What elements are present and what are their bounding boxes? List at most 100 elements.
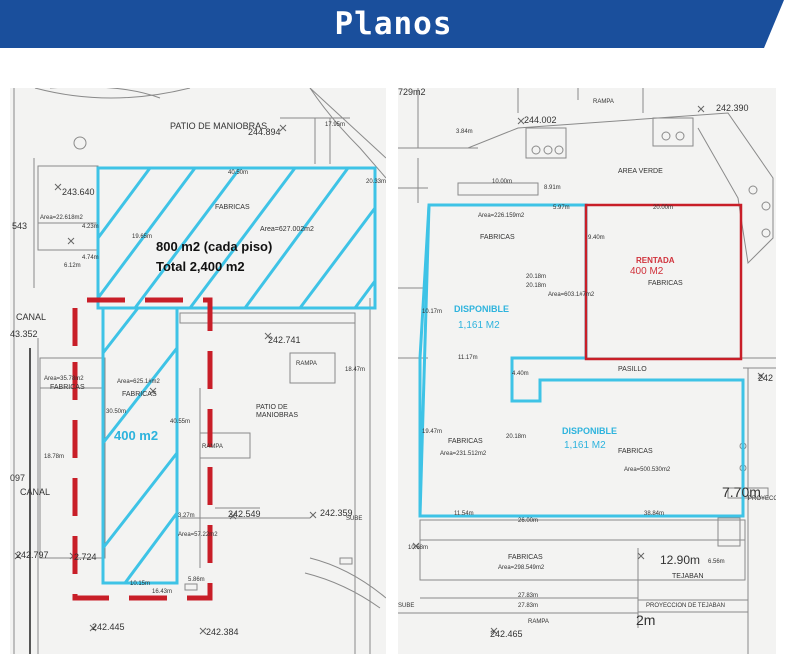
tejaban-label: TEJABAN bbox=[672, 573, 704, 580]
code-label: 543 bbox=[12, 221, 28, 231]
dimension-label: 30.50m bbox=[106, 409, 127, 415]
left-floor-plan: PATIO DE MANIOBRAS 244.894 243.640 Area=… bbox=[10, 88, 386, 654]
elevation-label: 242.797 bbox=[16, 550, 49, 560]
elevation-label: 242.359 bbox=[320, 508, 353, 518]
elevation-label: 242.465 bbox=[490, 629, 523, 639]
patio-label-mid: PATIO DE MANIOBRAS bbox=[256, 404, 299, 419]
available-label-2: DISPONIBLE bbox=[562, 426, 618, 436]
building-label: FABRICAS bbox=[508, 554, 543, 561]
elevation-label: 2.724 bbox=[74, 552, 97, 562]
projection-label: PROYECCI bbox=[748, 496, 776, 502]
dimension-label: 4.40m bbox=[512, 371, 529, 377]
dimension-label: 7.70m bbox=[722, 484, 761, 500]
dimension-label: 40.55m bbox=[170, 419, 191, 425]
elevation-label: 242 bbox=[758, 373, 774, 383]
dimension-label: 27.83m bbox=[518, 593, 539, 599]
available-area-1: 1,161 M2 bbox=[458, 320, 500, 331]
ramp-label: RAMPA bbox=[296, 361, 317, 367]
area-note-line2: Total 2,400 m2 bbox=[156, 259, 245, 274]
elevation-label: 244.002 bbox=[524, 115, 557, 125]
dimension-label: 4.23m bbox=[82, 224, 99, 230]
header-banner: Planos bbox=[0, 0, 787, 48]
dimension-label: 26.00m bbox=[518, 518, 539, 524]
dimension-label: 3.27m bbox=[178, 513, 195, 519]
canal-label: CANAL bbox=[16, 312, 47, 322]
area-label: Area=35.78m2 bbox=[44, 376, 84, 382]
dimension-label: 9.40m bbox=[588, 235, 605, 241]
dimension-label: 20.18m bbox=[526, 274, 547, 280]
dimension-label: 10.00m bbox=[492, 179, 513, 185]
dimension-label: 11.54m bbox=[454, 511, 474, 517]
area-label: Area=298.549m2 bbox=[498, 565, 545, 571]
dimension-label: 10.17m bbox=[422, 309, 443, 315]
area-label: Area=603.1#7m2 bbox=[548, 292, 595, 298]
dimension-label: 16.43m bbox=[152, 589, 173, 595]
building-label: FABRICAS bbox=[648, 280, 683, 287]
area-label: Area=57.22m2 bbox=[178, 532, 218, 538]
dimension-label: 19.47m bbox=[422, 429, 443, 435]
ramp-label: RAMPA bbox=[202, 444, 223, 450]
right-plan-drawing bbox=[398, 88, 776, 654]
available-area-2: 1,161 M2 bbox=[564, 440, 606, 451]
dimension-label: 40.50m bbox=[228, 170, 249, 176]
dimension-label: 38.84m bbox=[644, 511, 665, 517]
area-label: Area=500.530m2 bbox=[624, 467, 671, 473]
elevation-label: 243.640 bbox=[62, 187, 95, 197]
elevation-label: 244.894 bbox=[248, 127, 281, 137]
dimension-label: 20.18m bbox=[506, 434, 527, 440]
dimension-label: 5.97m bbox=[553, 205, 570, 211]
dimension-label: 12.90m bbox=[660, 553, 701, 567]
dimension-label: 20.00m bbox=[653, 205, 674, 211]
dimension-label: 17.95m bbox=[325, 122, 346, 128]
dimension-label: 10.15m bbox=[130, 581, 151, 587]
area-label: Area=226.159m2 bbox=[478, 213, 525, 219]
projection-label: PROYECCION DE TEJABAN bbox=[646, 603, 725, 609]
area-label: Area=22.618m2 bbox=[40, 215, 83, 221]
sube-label: SUBE bbox=[398, 603, 415, 609]
dimension-label: 18.47m bbox=[345, 367, 366, 373]
area-label: Area=627.002m2 bbox=[260, 226, 314, 233]
code-label: 097 bbox=[10, 473, 26, 483]
left-plan-drawing bbox=[13, 88, 386, 654]
building-label: FABRICAS bbox=[480, 234, 515, 241]
dimension-label: 2m bbox=[636, 612, 656, 628]
dimension-label: 6.56m bbox=[708, 559, 725, 565]
elevation-label: 242.390 bbox=[716, 103, 749, 113]
right-floor-plan: 729m2 RAMPA 242.390 244.002 3.84m AREA V… bbox=[398, 88, 776, 654]
dimension-label: 20.18m bbox=[526, 283, 547, 289]
elevation-label: 242.549 bbox=[228, 509, 261, 519]
dimension-label: 27.83m bbox=[518, 603, 539, 609]
dimension-label: 20.33m bbox=[366, 179, 386, 185]
building-label: FABRICAS bbox=[448, 438, 483, 445]
building-label: FABRICAS bbox=[215, 204, 250, 211]
building-label: FABRICAS bbox=[618, 448, 653, 455]
rented-label: RENTADA bbox=[636, 256, 675, 265]
sube-label: SUBE bbox=[346, 516, 363, 522]
rented-area: 400 M2 bbox=[630, 266, 664, 277]
area-label: Area=625.1#m2 bbox=[117, 379, 160, 385]
dimension-label: 10.68m bbox=[408, 545, 429, 551]
elevation-label: 43.352 bbox=[10, 329, 38, 339]
dimension-label: 19.65m bbox=[132, 234, 153, 240]
dimension-label: 18.78m bbox=[44, 454, 65, 460]
elevation-label: 242.384 bbox=[206, 627, 239, 637]
elevation-label: 242.445 bbox=[92, 622, 125, 632]
elevation-label: 242.741 bbox=[268, 335, 301, 345]
ramp-label: RAMPA bbox=[528, 619, 549, 625]
area-verde-label: AREA VERDE bbox=[618, 168, 663, 175]
area-label: 729m2 bbox=[398, 88, 426, 97]
dimension-label: 8.91m bbox=[544, 185, 561, 191]
area-note-line1: 800 m2 (cada piso) bbox=[156, 239, 273, 254]
page-title: Planos bbox=[334, 6, 453, 42]
ramp-label: RAMPA bbox=[593, 99, 614, 105]
available-label-1: DISPONIBLE bbox=[454, 304, 510, 314]
area-note-400: 400 m2 bbox=[114, 428, 159, 443]
building-label: FABRICAS bbox=[50, 384, 85, 391]
dimension-label: 4.74m bbox=[82, 255, 99, 261]
dimension-label: 5.86m bbox=[188, 577, 205, 583]
dimension-label: 6.12m bbox=[64, 263, 81, 269]
patio-label-top: PATIO DE MANIOBRAS bbox=[170, 121, 268, 131]
building-label: FABRICAS bbox=[122, 391, 157, 398]
area-label: Area=231.512m2 bbox=[440, 451, 487, 457]
pasillo-label: PASILLO bbox=[618, 366, 647, 373]
